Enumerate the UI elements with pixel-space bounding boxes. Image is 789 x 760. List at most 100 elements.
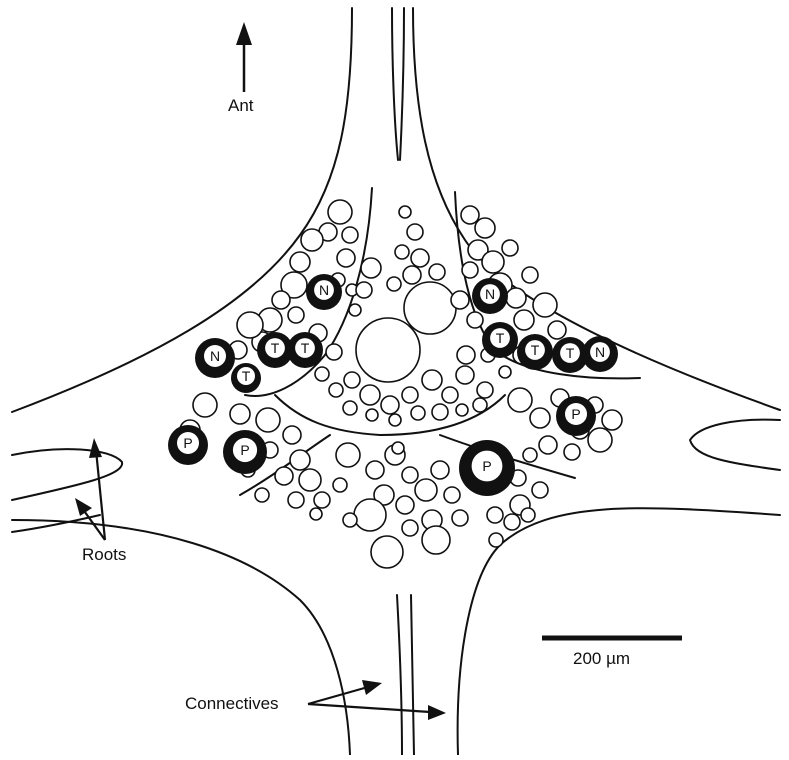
cell-body (290, 252, 310, 272)
cell-body (404, 282, 456, 334)
cell-body (407, 224, 423, 240)
cell-body (411, 249, 429, 267)
neuron-letter: T (271, 340, 280, 356)
identified-neuron-right-p: P (459, 440, 515, 496)
connectives-arrows (308, 680, 446, 720)
cell-body (356, 282, 372, 298)
cell-body (333, 478, 347, 492)
cell-body (467, 312, 483, 328)
connectives-label: Connectives (185, 694, 279, 713)
cell-body (396, 496, 414, 514)
identified-neuron-right-t: T (482, 322, 518, 358)
neuron-letter: N (319, 282, 329, 298)
neuron-letter: N (210, 348, 220, 364)
identified-neuron-left-n: N (306, 274, 342, 310)
cell-body (521, 508, 535, 522)
cell-body (299, 469, 321, 491)
cell-body (504, 514, 520, 530)
cell-body (326, 344, 342, 360)
cell-body (402, 467, 418, 483)
cell-body (444, 487, 460, 503)
cell-body (429, 264, 445, 280)
cell-body (272, 291, 290, 309)
ganglion-outline-bottom-left (12, 520, 350, 755)
cell-body (392, 442, 404, 454)
identified-neuron-right-n: N (582, 336, 618, 372)
cell-body (533, 293, 557, 317)
cell-body (539, 436, 557, 454)
cell-body (402, 387, 418, 403)
cell-body (432, 404, 448, 420)
cell-body (499, 366, 511, 378)
top-connective-line-1 (392, 8, 398, 160)
cell-body (361, 258, 381, 278)
cell-body (482, 251, 504, 273)
cell-body (475, 218, 495, 238)
cell-body (431, 461, 449, 479)
cell-body (456, 404, 468, 416)
cell-body (237, 312, 263, 338)
neuron-letter: T (301, 340, 310, 356)
cell-body (506, 288, 526, 308)
cell-body (389, 414, 401, 426)
bottom-connective-line-1 (397, 595, 402, 755)
cell-body (523, 448, 537, 462)
cell-body (399, 206, 411, 218)
cell-body (328, 200, 352, 224)
neuron-letter: P (571, 406, 580, 422)
cell-body (457, 346, 475, 364)
identified-neuron-left-t: T (287, 332, 323, 368)
cell-body (415, 479, 437, 501)
cell-body (532, 482, 548, 498)
cell-body (354, 499, 386, 531)
top-connective-line-2 (400, 8, 404, 160)
cell-body (548, 321, 566, 339)
ganglion-outline-bottom-right (458, 508, 780, 755)
scale-label: 200 µm (573, 649, 630, 668)
cell-body (283, 426, 301, 444)
cell-body (315, 367, 329, 381)
cell-body (462, 262, 478, 278)
cell-body (301, 229, 323, 251)
cell-body (337, 249, 355, 267)
cell-body (461, 206, 479, 224)
cell-body (381, 396, 399, 414)
cell-body (387, 277, 401, 291)
cell-body (489, 533, 503, 547)
cell-body (452, 510, 468, 526)
cell-body (256, 408, 280, 432)
cell-body (343, 513, 357, 527)
roots-label: Roots (82, 545, 126, 564)
cell-body (193, 393, 217, 417)
neuron-letter: T (531, 342, 540, 358)
cell-body (342, 227, 358, 243)
cell-body (288, 307, 304, 323)
cell-body (344, 372, 360, 388)
cell-body (522, 267, 538, 283)
cell-body (329, 383, 343, 397)
cell-body (356, 318, 420, 382)
cell-body (422, 370, 442, 390)
cell-body (411, 406, 425, 420)
identified-neuron-right-t: T (517, 334, 553, 370)
cell-body (487, 507, 503, 523)
cell-body (514, 310, 534, 330)
right-root (690, 420, 780, 470)
cell-body (402, 520, 418, 536)
cell-body (451, 291, 469, 309)
ant-label: Ant (228, 96, 254, 115)
bottom-connective-line-2 (411, 595, 414, 755)
cell-body (314, 492, 330, 508)
cell-body (564, 444, 580, 460)
neuron-letter: N (595, 344, 605, 360)
cell-body (588, 428, 612, 452)
cell-body (366, 409, 378, 421)
cell-body (508, 388, 532, 412)
cell-body (366, 461, 384, 479)
cell-body (349, 304, 361, 316)
cell-body (288, 492, 304, 508)
identified-neuron-right-n: N (472, 278, 508, 314)
cell-body (422, 526, 450, 554)
